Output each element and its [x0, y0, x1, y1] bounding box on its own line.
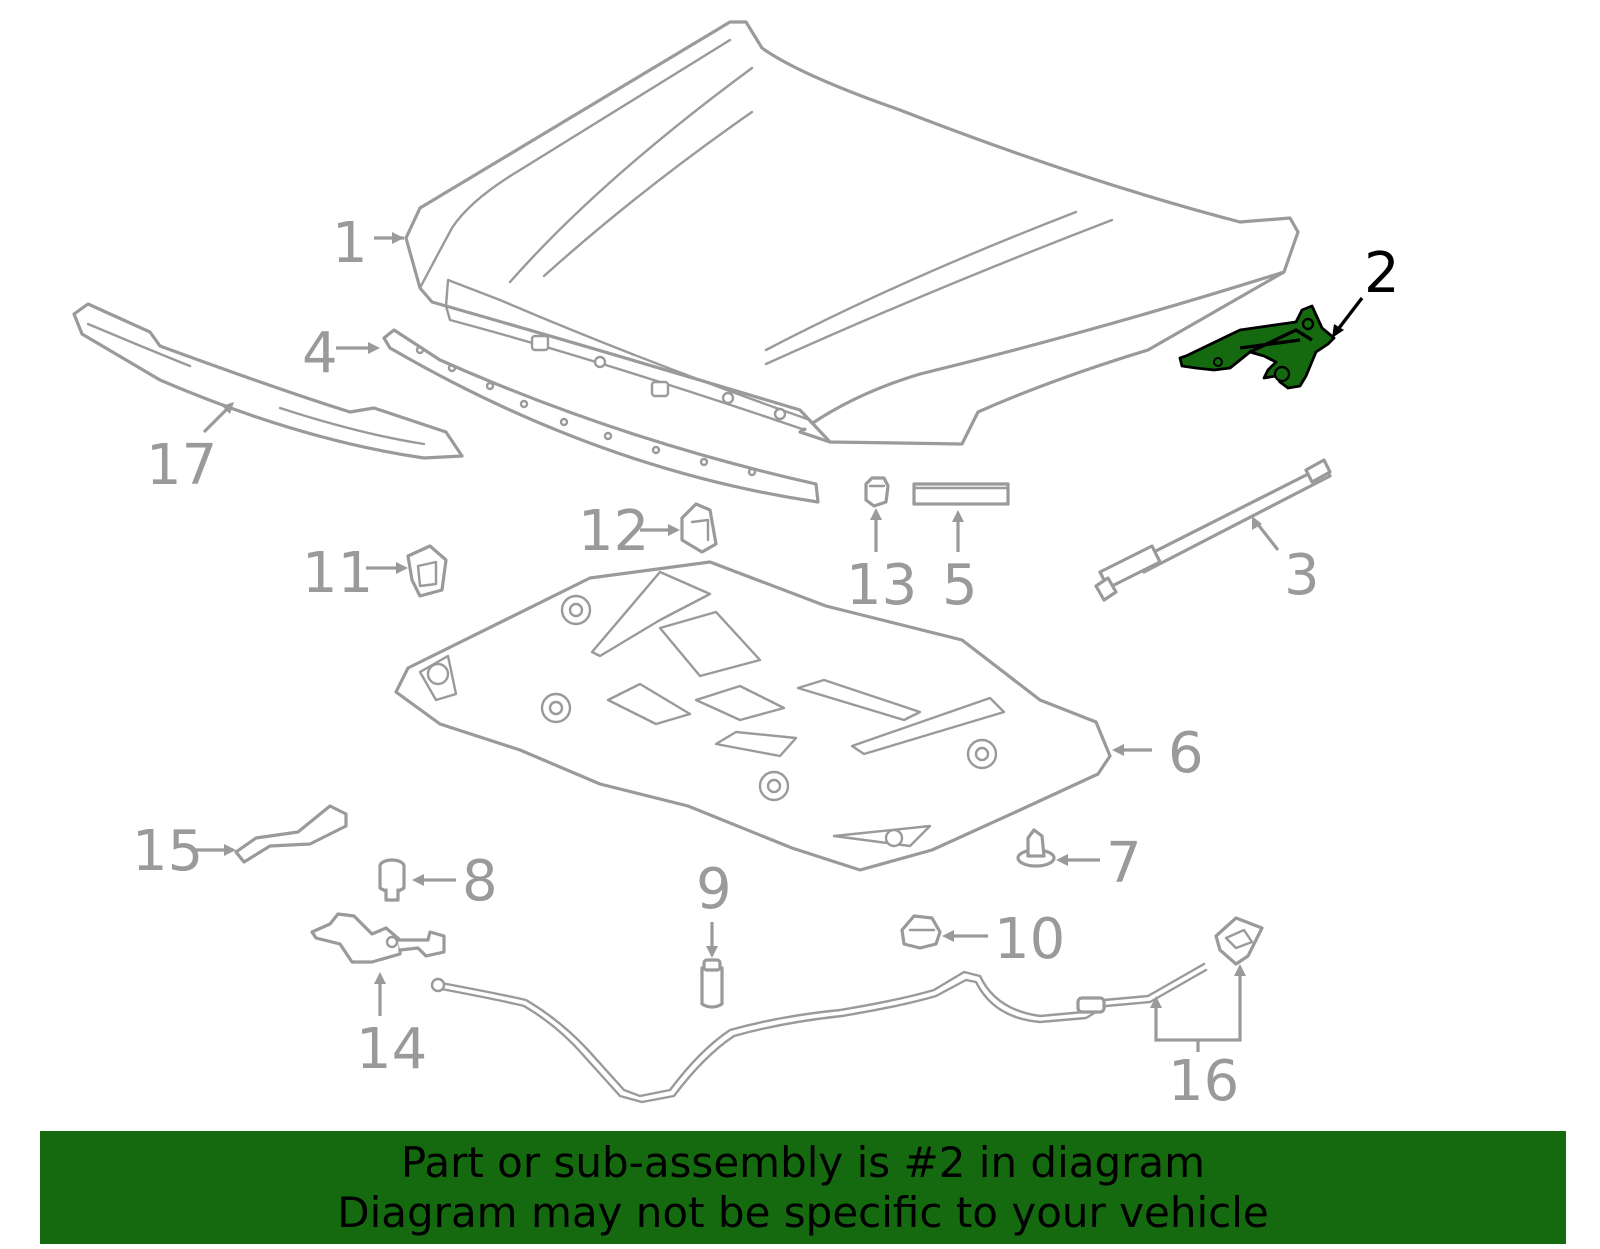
callout-16-label: 16 [1168, 1049, 1239, 1114]
callout-16: 16 [1150, 964, 1246, 1114]
callout-17: 17 [146, 402, 234, 498]
callout-6-label: 6 [1168, 721, 1204, 786]
callout-5: 5 [942, 510, 978, 618]
banner-line-1: Part or sub-assembly is #2 in diagram [400, 1137, 1206, 1187]
bracket-part-5[interactable] [912, 482, 1010, 506]
latch-switch-9[interactable] [700, 958, 724, 1009]
hood-insulator[interactable] [394, 560, 1112, 872]
callout-15: 15 [132, 819, 236, 884]
callout-4-label: 4 [302, 321, 338, 386]
push-clip-7[interactable] [1016, 828, 1056, 868]
callout-12-label: 12 [578, 499, 649, 564]
prop-holder-12[interactable] [680, 502, 718, 554]
callout-14: 14 [356, 972, 427, 1082]
callout-11-label: 11 [302, 541, 373, 606]
callout-1: 1 [332, 211, 404, 276]
callout-11: 11 [302, 541, 408, 606]
hood-strut[interactable] [1094, 458, 1332, 602]
bumper-11[interactable] [406, 544, 448, 598]
callout-13: 13 [846, 508, 917, 618]
callout-5-label: 5 [942, 553, 978, 618]
callout-15-label: 15 [132, 819, 203, 884]
callout-3-label: 3 [1284, 543, 1320, 608]
seal-15[interactable] [234, 804, 348, 864]
callout-8-label: 8 [462, 849, 498, 914]
callout-12: 12 [578, 499, 680, 564]
callout-7: 7 [1056, 831, 1142, 896]
hood-seal-strip[interactable] [382, 328, 820, 504]
callout-13-label: 13 [846, 553, 917, 618]
callout-17-label: 17 [146, 433, 217, 498]
banner-line-2: Diagram may not be specific to your vehi… [337, 1187, 1269, 1237]
callout-10: 10 [942, 907, 1065, 972]
callout-7-label: 7 [1106, 831, 1142, 896]
callout-14-label: 14 [356, 1017, 427, 1082]
callout-6: 6 [1112, 721, 1204, 786]
grommet-13[interactable] [864, 476, 890, 508]
clip-10[interactable] [900, 914, 942, 950]
release-cable-16[interactable] [430, 916, 1264, 1104]
hood-panel[interactable] [404, 20, 1300, 446]
hood-latch-14[interactable] [310, 912, 446, 964]
callout-4: 4 [302, 321, 380, 386]
callout-8: 8 [412, 849, 498, 914]
callout-2-label: 2 [1364, 241, 1400, 306]
bumper-stop-8[interactable] [378, 858, 406, 902]
callout-9: 9 [696, 857, 732, 958]
weatherstrip-17[interactable] [72, 302, 464, 460]
callout-9-label: 9 [696, 857, 732, 922]
callout-2: 2 [1332, 241, 1400, 338]
callout-1-label: 1 [332, 211, 368, 276]
hood-hinge-highlighted[interactable] [1178, 304, 1336, 390]
info-banner: Part or sub-assembly is #2 in diagram Di… [40, 1131, 1566, 1244]
callout-3: 3 [1252, 516, 1320, 608]
callout-10-label: 10 [994, 907, 1065, 972]
